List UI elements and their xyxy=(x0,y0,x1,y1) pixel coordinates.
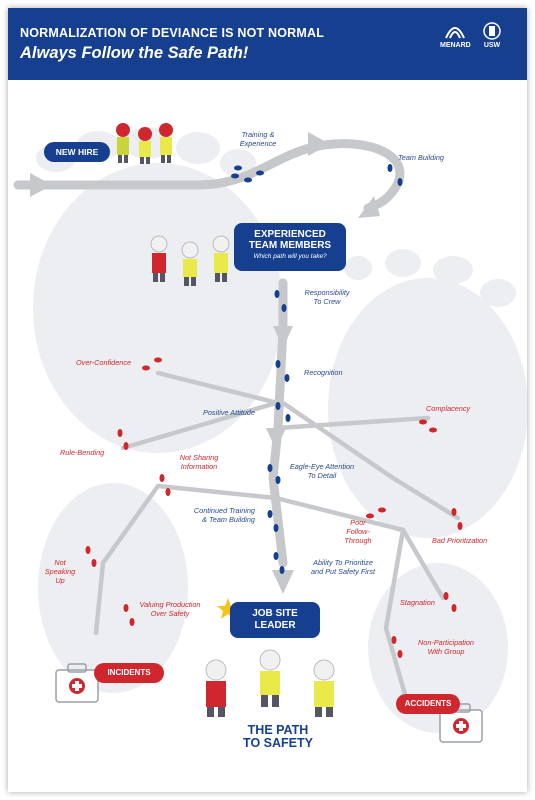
label-poor-follow-through: Poor Follow-Through xyxy=(344,518,372,545)
label-stagnation: Stagnation xyxy=(400,598,435,607)
worker-group-leader xyxy=(205,649,335,717)
job-site-leader-badge: JOB SITE LEADER xyxy=(230,602,320,638)
path-artwork xyxy=(13,123,527,743)
experienced-team-question: Which path will you take? xyxy=(253,253,327,260)
label-not-sharing-information: Not Sharing Information xyxy=(179,453,219,471)
menard-logo-text: MENARD xyxy=(440,42,471,49)
label-ability-to-prioritize: Ability To Prioritize and Put Safety Fir… xyxy=(310,558,376,576)
boot-print-right xyxy=(328,249,527,733)
usw-logo-icon xyxy=(483,22,501,40)
label-complacency: Complacency xyxy=(426,404,471,413)
new-hire-badge: NEW HIRE xyxy=(44,142,110,162)
incidents-badge: INCIDENTS xyxy=(94,663,164,683)
label-over-confidence: Over-Confidence xyxy=(76,358,132,367)
label-positive-attitude: Positive Attitude xyxy=(203,408,256,417)
usw-logo-text: USW xyxy=(483,42,501,49)
footprints-deviation xyxy=(85,357,463,658)
header-banner: NORMALIZATION OF DEVIANCE IS NOT NORMAL … xyxy=(8,8,527,80)
label-responsibility-to-crew: Responsibility To Crew xyxy=(304,288,350,306)
poster: NORMALIZATION OF DEVIANCE IS NOT NORMAL … xyxy=(8,8,527,792)
worker-group-new-hire xyxy=(116,123,173,164)
label-non-participation: Non-Participation With Group xyxy=(418,638,474,656)
label-training-experience: Training & Experience xyxy=(239,130,277,148)
menard-logo: MENARD xyxy=(440,22,471,49)
label-not-speaking-up: Not Speaking Up xyxy=(44,558,76,585)
deviation-branches xyxy=(93,370,461,701)
label-bad-prioritization: Bad Prioritization xyxy=(432,536,488,545)
menard-logo-icon xyxy=(445,27,466,39)
poster-subtitle: Always Follow the Safe Path! xyxy=(20,44,249,62)
worker-group-experienced xyxy=(150,235,230,286)
label-continued-training: Continued Training & Team Building xyxy=(193,506,255,524)
path-to-safety-title: THE PATH TO SAFETY xyxy=(243,723,313,750)
first-aid-kit-icon-left xyxy=(55,663,99,703)
first-aid-kit-icon-right xyxy=(439,703,483,743)
footprints-safe xyxy=(231,164,403,574)
label-valuing-production: Valuing Production Over Safety xyxy=(139,600,201,618)
experienced-team-badge: EXPERIENCED TEAM MEMBERS Which path will… xyxy=(234,223,346,271)
label-team-building: Team Building xyxy=(398,153,444,162)
accidents-badge: ACCIDENTS xyxy=(396,694,460,714)
path-arrows xyxy=(30,132,380,594)
label-rule-bending: Rule-Bending xyxy=(60,448,105,457)
experienced-team-label: EXPERIENCED TEAM MEMBERS xyxy=(248,229,332,251)
label-eagle-eye-attention: Eagle-Eye Attention To Detail xyxy=(289,462,355,480)
label-recognition: Recognition xyxy=(304,368,343,377)
poster-title: NORMALIZATION OF DEVIANCE IS NOT NORMAL xyxy=(20,26,325,40)
usw-logo: USW xyxy=(483,22,501,49)
